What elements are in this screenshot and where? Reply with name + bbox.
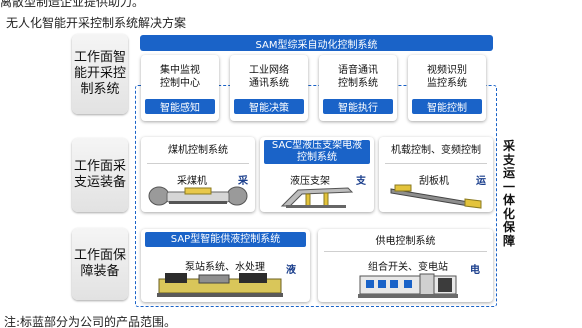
panel-title: 机载控制、变频控制: [391, 145, 481, 156]
top-clipped-text: 离散型制造企业提供助力。: [0, 0, 145, 9]
panel-category-char: 支: [356, 176, 366, 187]
panel-title: SAP型智能供液控制系统: [145, 232, 306, 247]
row-label-text: 工作面采支运装备: [74, 159, 127, 190]
pump-station-icon: [157, 273, 283, 297]
row-label-support-equipment: 工作面保障装备: [72, 228, 128, 300]
panel-caption: 采煤机: [177, 176, 207, 187]
card-pill: 智能决策: [234, 99, 304, 114]
panel-power-supply: 供电控制系统 组合开关、变电站 电: [318, 229, 493, 302]
panel-divider: [147, 163, 249, 164]
row-label-text: 工作面智能开采控制系统: [74, 50, 127, 97]
panel-sap-supply: SAP型智能供液控制系统 泵站系统、水处理 液: [141, 229, 310, 302]
panel-shearer-control: 煤机控制系统 采煤机 采: [141, 137, 255, 212]
scraper-conveyor-icon: [390, 184, 482, 209]
panel-caption: 液压支架: [290, 176, 330, 187]
row-label-control-system: 工作面智能开采控制系统: [72, 34, 128, 114]
diagram-subtitle: 无人化智能开采控制系统解决方案: [6, 16, 187, 30]
panel-category-char: 电: [470, 265, 480, 276]
panel-divider: [324, 251, 487, 252]
panel-caption: 组合开关、变电站: [368, 262, 448, 273]
sam-system-bar: SAM型综采自动化控制系统: [140, 35, 493, 51]
panel-title: 供电控制系统: [375, 236, 436, 247]
hydraulic-support-icon: [280, 187, 354, 208]
side-label-text: 采支运一体化保障: [502, 139, 515, 248]
panel-category-char: 采: [238, 176, 248, 187]
panel-title: SAC型液压支架电液控制系统: [264, 140, 370, 164]
card-title: 集中监视 控制中心: [160, 65, 200, 89]
card-network-system: 工业网络 通讯系统 智能决策: [230, 55, 308, 121]
card-pill: 智能执行: [323, 99, 393, 114]
panel-divider: [385, 163, 487, 164]
panel-title: 煤机控制系统: [168, 145, 228, 156]
panel-caption: 泵站系统、水处理: [185, 262, 265, 273]
panel-caption: 刮板机: [419, 176, 449, 187]
integrated-region-border: [135, 85, 497, 307]
panel-category-char: 液: [286, 265, 296, 276]
card-title: 工业网络 通讯系统: [249, 65, 289, 89]
panel-category-char: 运: [476, 176, 486, 187]
card-pill: 智能控制: [412, 99, 482, 114]
panel-sac-control: SAC型液压支架电液控制系统 液压支架 支: [260, 137, 374, 212]
panel-conveyor-control: 机载控制、变频控制 刮板机 运: [379, 137, 493, 212]
card-video-system: 视频识别 监控系统 智能控制: [408, 55, 486, 121]
card-title: 语音通讯 控制系统: [338, 65, 378, 89]
row-label-equipment: 工作面采支运装备: [72, 138, 128, 212]
footnote: 注:标蓝部分为公司的产品范围。: [4, 315, 177, 328]
sam-system-label: SAM型综采自动化控制系统: [255, 39, 378, 51]
card-title: 视频识别 监控系统: [427, 65, 467, 89]
power-switch-icon: [358, 273, 458, 298]
side-label-integration: 采支运一体化保障: [499, 139, 519, 248]
shearer-icon: [148, 186, 248, 206]
card-pill: 智能感知: [145, 99, 215, 114]
row-label-text: 工作面保障装备: [74, 248, 127, 279]
card-voice-system: 语音通讯 控制系统 智能执行: [319, 55, 397, 121]
card-monitoring-center: 集中监视 控制中心 智能感知: [141, 55, 219, 121]
